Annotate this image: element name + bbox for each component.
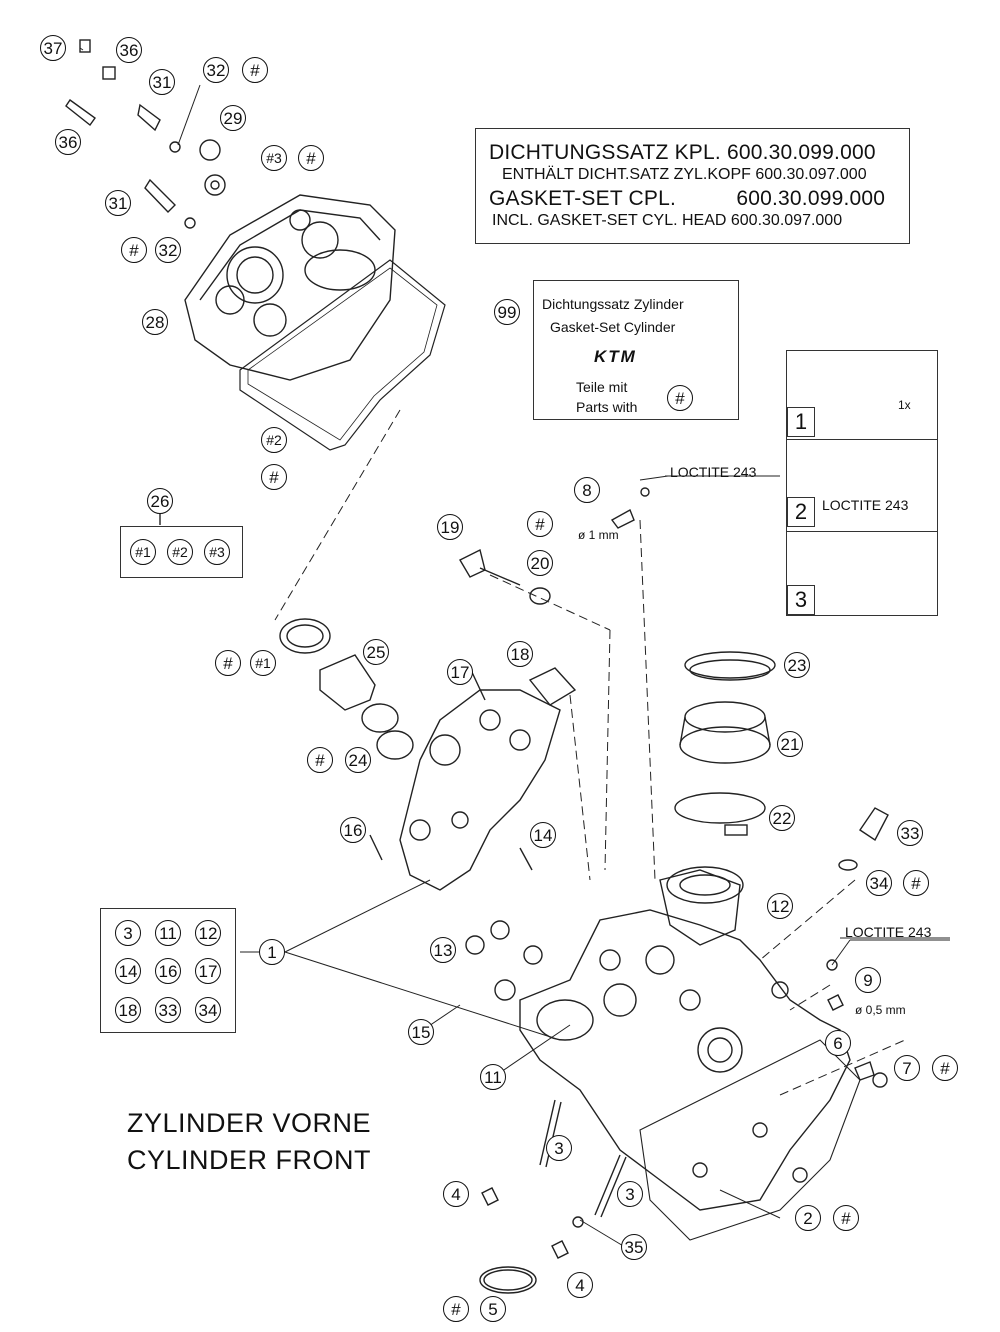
callout-19: 19 — [437, 514, 463, 540]
gasket-set-box: DICHTUNGSSATZ KPL. 600.30.099.000 ENTHÄL… — [475, 128, 910, 244]
callout-20-hash: # — [527, 511, 553, 537]
callout-17: 17 — [447, 659, 473, 685]
callout-22: 22 — [769, 805, 795, 831]
callout-5: 5 — [480, 1296, 506, 1322]
callout-34-hash: # — [903, 870, 929, 896]
diameter-note-9: ø 0,5 mm — [855, 1003, 906, 1017]
callout-11: 11 — [480, 1064, 506, 1090]
callout-25: 25 — [363, 639, 389, 665]
kit26-item-1: #1 — [130, 539, 156, 565]
callout-35: 35 — [621, 1234, 647, 1260]
kit1-item-18: 18 — [115, 997, 141, 1023]
callout-32-left: 32 — [155, 237, 181, 263]
kit26-item-3: #3 — [204, 539, 230, 565]
kit1-item-34: 34 — [195, 997, 221, 1023]
callout-3-upper: 3 — [546, 1135, 572, 1161]
callout-1: 1 — [259, 939, 285, 965]
callout-8: 8 — [574, 477, 600, 503]
callout-2-hash-set: #2 — [261, 427, 287, 453]
callout-18: 18 — [507, 641, 533, 667]
set99-line-1: Dichtungssatz Zylinder — [542, 296, 684, 312]
callout-99-hash: # — [667, 385, 693, 411]
callout-28: 28 — [142, 309, 168, 335]
callout-34: 34 — [866, 870, 892, 896]
callout-21: 21 — [777, 731, 803, 757]
kit1-item-12: 12 — [195, 920, 221, 946]
callout-32-top: 32 — [203, 57, 229, 83]
callout-29: 29 — [220, 105, 246, 131]
loctite-note-8: LOCTITE 243 — [670, 464, 757, 480]
callout-3-hash-set: #3 — [261, 145, 287, 171]
callout-26: 26 — [147, 488, 173, 514]
callout-2-hash: # — [261, 464, 287, 490]
callout-1-hash: # — [215, 650, 241, 676]
set99-line-3: Teile mit — [576, 379, 628, 395]
callout-14: 14 — [530, 822, 556, 848]
step-1-label: 1 — [787, 407, 815, 437]
callout-4-upper: 4 — [443, 1181, 469, 1207]
step-3-label: 3 — [787, 585, 815, 615]
set99-line-2: Gasket-Set Cylinder — [550, 319, 676, 335]
gasket-line-3: GASKET-SET CPL. 600.30.099.000 — [489, 187, 886, 210]
callout-16: 16 — [340, 817, 366, 843]
callout-20: 20 — [527, 550, 553, 576]
callout-24-hash: # — [307, 747, 333, 773]
callout-4-lower: 4 — [567, 1272, 593, 1298]
gasket-line-1: DICHTUNGSSATZ KPL. 600.30.099.000 — [489, 141, 876, 164]
set99-line-4: Parts with — [576, 399, 638, 415]
callout-24: 24 — [345, 747, 371, 773]
callout-6: 6 — [825, 1030, 851, 1056]
callout-37: 37 — [40, 35, 66, 61]
diagram-title-de: ZYLINDER VORNE — [127, 1108, 372, 1138]
callout-23: 23 — [784, 652, 810, 678]
callout-36-left: 36 — [55, 129, 81, 155]
kit1-item-14: 14 — [115, 958, 141, 984]
kit1-item-11: 11 — [155, 920, 181, 946]
callout-1-hash-set: #1 — [250, 650, 276, 676]
kit1-item-3: 3 — [115, 920, 141, 946]
step-2-label: 2 — [787, 497, 815, 527]
callout-3-lower: 3 — [617, 1181, 643, 1207]
gasket-line-4: INCL. GASKET-SET CYL. HEAD 600.30.097.00… — [492, 212, 843, 229]
callout-36-top: 36 — [116, 37, 142, 63]
callout-32-top-hash: # — [242, 57, 268, 83]
step-2-note: LOCTITE 243 — [822, 497, 909, 513]
gasket-line-2: ENTHÄLT DICHT.SATZ ZYL.KOPF 600.30.097.0… — [502, 166, 867, 183]
callout-7-hash: # — [932, 1055, 958, 1081]
cylinder-gasket-set-box: Dichtungssatz Zylinder Gasket-Set Cylind… — [533, 280, 739, 420]
kit1-item-16: 16 — [155, 958, 181, 984]
step-1-note: 1x — [898, 398, 911, 412]
callout-2-hash-lower: # — [833, 1205, 859, 1231]
callout-9: 9 — [855, 967, 881, 993]
callout-5-hash: # — [443, 1296, 469, 1322]
callout-7: 7 — [894, 1055, 920, 1081]
ktm-logo: KTM — [594, 347, 637, 366]
kit1-item-33: 33 — [155, 997, 181, 1023]
callout-31-top: 31 — [149, 69, 175, 95]
callout-33: 33 — [897, 820, 923, 846]
kit1-item-17: 17 — [195, 958, 221, 984]
loctite-note-9: LOCTITE 243 — [845, 924, 932, 940]
callout-2: 2 — [795, 1205, 821, 1231]
diagram-title-en: CYLINDER FRONT — [127, 1145, 372, 1175]
callout-99: 99 — [494, 299, 520, 325]
callout-32-left-hash: # — [121, 237, 147, 263]
callout-15: 15 — [408, 1019, 434, 1045]
callout-12: 12 — [767, 893, 793, 919]
callout-31-left: 31 — [105, 190, 131, 216]
install-steps-panel — [786, 350, 938, 616]
callout-3-hash: # — [298, 145, 324, 171]
kit26-item-2: #2 — [167, 539, 193, 565]
diameter-note-8: ø 1 mm — [578, 528, 619, 542]
callout-13: 13 — [430, 937, 456, 963]
